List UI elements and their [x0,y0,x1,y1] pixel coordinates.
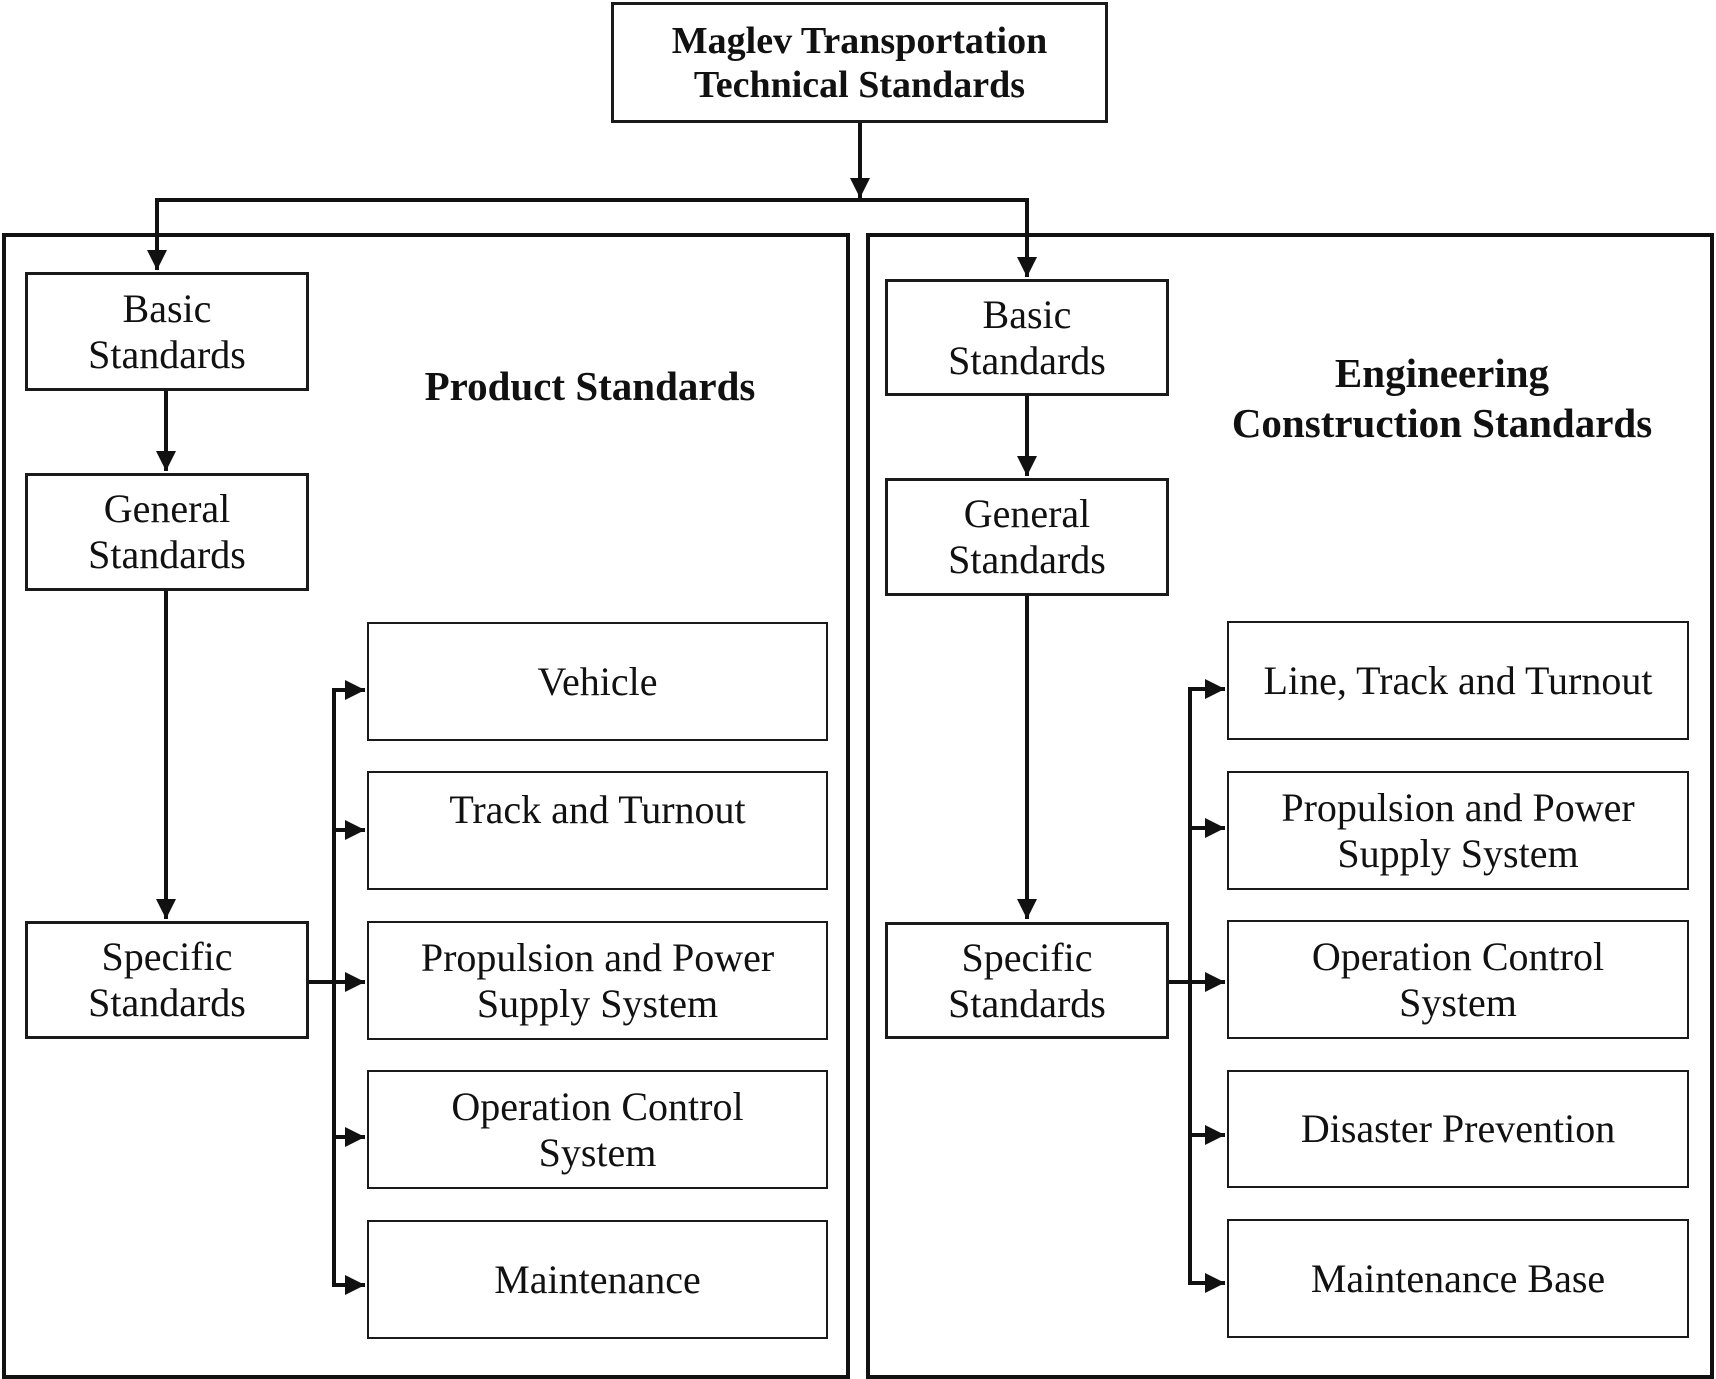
node-label: Disaster Prevention [1300,1106,1616,1151]
node-label: Maintenance [494,1256,701,1302]
engineering-child-operation-control: Operation Control System [1227,920,1689,1039]
engineering-specific-standards-node: Specific Standards [885,922,1169,1039]
engineering-child-maintenance-base: Maintenance Base [1227,1219,1689,1338]
product-basic-standards-node: Basic Standards [25,272,309,391]
product-standards-panel [2,233,850,1379]
engineering-standards-panel [866,233,1714,1379]
product-child-propulsion-power: Propulsion and Power Supply System [367,921,828,1040]
root-node: Maglev Transportation Technical Standard… [611,2,1108,123]
engineering-child-propulsion-power: Propulsion and Power Supply System [1227,771,1689,890]
product-specific-standards-node: Specific Standards [25,921,309,1039]
node-label: Basic Standards [948,291,1106,383]
node-label: Specific Standards [948,934,1106,1026]
product-child-operation-control: Operation Control System [367,1070,828,1189]
node-label: Propulsion and Power Supply System [1281,784,1635,876]
node-label: General Standards [88,486,246,577]
engineering-basic-standards-node: Basic Standards [885,279,1169,396]
node-label: Propulsion and Power Supply System [420,934,775,1026]
engineering-child-line-track-turnout: Line, Track and Turnout [1227,621,1689,740]
node-label: Specific Standards [88,934,246,1025]
node-label: Track and Turnout [449,787,746,832]
node-label: Vehicle [537,658,658,704]
node-label: Maintenance Base [1310,1255,1606,1301]
product-general-standards-node: General Standards [25,473,309,591]
node-label: Operation Control System [451,1083,744,1175]
engineering-child-disaster-prevention: Disaster Prevention [1227,1070,1689,1188]
engineering-standards-title: Engineering Construction Standards [1231,350,1653,446]
product-child-maintenance: Maintenance [367,1220,828,1339]
node-label: Line, Track and Turnout [1263,657,1653,703]
node-label: Basic Standards [88,285,246,377]
product-child-track-turnout: Track and Turnout [367,771,828,890]
product-standards-title: Product Standards [424,363,756,409]
product-child-vehicle: Vehicle [367,622,828,741]
node-label: Operation Control System [1311,933,1605,1025]
node-label: General Standards [948,491,1106,582]
root-node-label: Maglev Transportation Technical Standard… [671,19,1048,106]
engineering-general-standards-node: General Standards [885,478,1169,596]
